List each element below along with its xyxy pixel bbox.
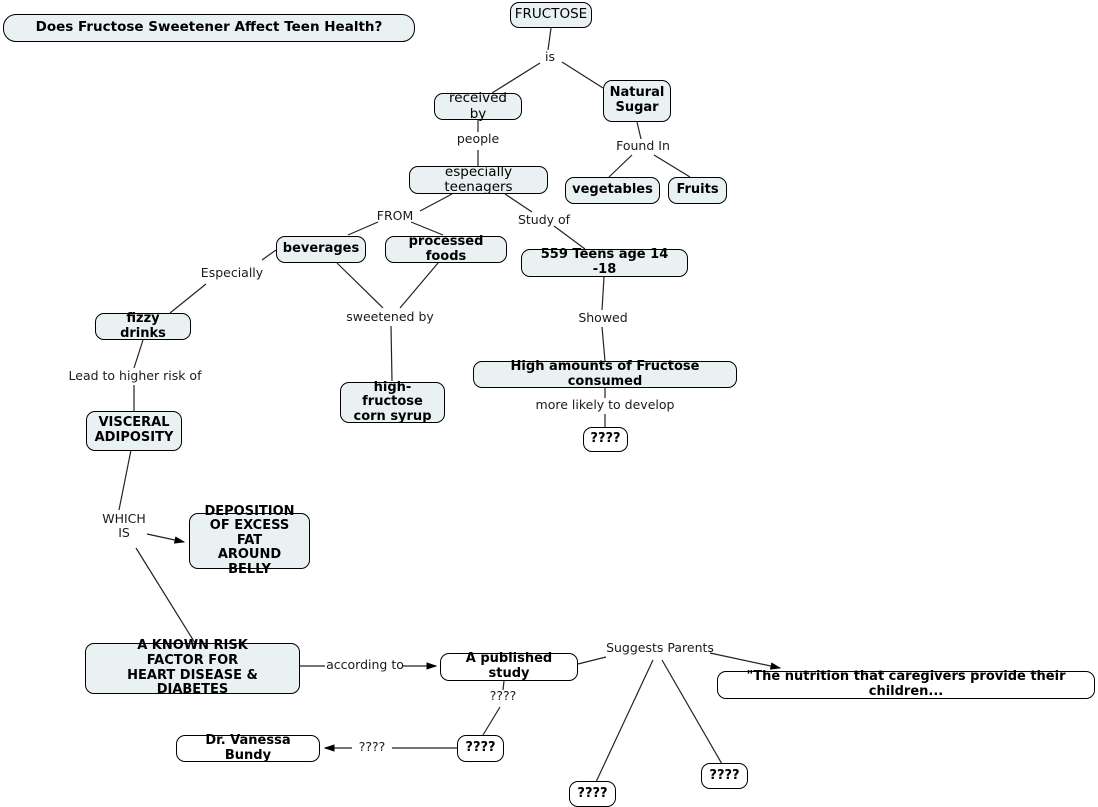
edge-suggests-qright <box>661 659 723 765</box>
node-known-risk-factor[interactable]: A KNOWN RISK FACTOR FOR HEART DISEASE & … <box>85 639 300 697</box>
node-dr-vanessa-bundy[interactable]: Dr. Vanessa Bundy <box>176 733 320 762</box>
edge-foundin-vegetables <box>608 154 633 178</box>
edge-visceral-whichis <box>118 449 132 511</box>
edge-fizzy-leadrisk <box>133 339 144 369</box>
node-nutrition-quote[interactable]: "The nutrition that caregivers provide t… <box>717 670 1095 699</box>
node-high-amounts-fructose[interactable]: High amounts of Fructose consumed <box>473 359 737 388</box>
edge-from-beverages <box>347 221 379 236</box>
link-label-suggests-parents: Suggests Parents <box>606 640 714 655</box>
node-question-develop[interactable]: ???? <box>583 427 628 452</box>
map-title-label: Does Fructose Sweetener Affect Teen Heal… <box>35 19 383 36</box>
edge-whichis-knownrisk <box>135 547 196 644</box>
edge-beverages-sweetened <box>336 262 384 309</box>
link-label-is: is <box>545 49 555 64</box>
edge-teens559-showed <box>601 276 605 311</box>
node-published-study[interactable]: A published study <box>440 652 578 681</box>
node-fizzy-drinks[interactable]: fizzy drinks <box>95 311 191 340</box>
link-label-which-is: WHICH IS <box>102 511 146 541</box>
node-559-teens[interactable]: 559 Teens age 14 -18 <box>521 248 688 277</box>
link-label-found-in: Found In <box>616 138 670 153</box>
node-visceral-adiposity[interactable]: VISCERAL ADIPOSITY <box>86 411 182 451</box>
edge-suggests-qleft <box>595 659 654 783</box>
edge-is-receivedby <box>491 62 541 94</box>
edge-fructose-is <box>547 27 552 51</box>
link-label-from: FROM <box>376 208 414 223</box>
link-label-question-bundy-arrow: ???? <box>358 739 386 754</box>
node-natural-sugar[interactable]: Natural Sugar <box>603 80 671 122</box>
edge-sweetened-hfcs <box>390 325 393 382</box>
node-fructose[interactable]: FRUCTOSE <box>510 2 592 28</box>
node-question-right[interactable]: ???? <box>701 763 748 789</box>
link-label-showed: Showed <box>578 310 628 325</box>
map-title-box[interactable]: Does Fructose Sweetener Affect Teen Heal… <box>3 14 415 42</box>
node-especially-teenagers[interactable]: especially teenagers <box>409 164 548 195</box>
edge-showed-highamounts <box>601 326 606 362</box>
edge-foundin-fruits <box>653 154 691 178</box>
node-vegetables[interactable]: vegetables <box>565 177 660 204</box>
edge-teenagers-from <box>419 193 453 212</box>
link-label-people: people <box>456 131 500 146</box>
node-high-fructose-corn-syrup[interactable]: high-fructose corn syrup <box>340 380 445 424</box>
link-label-lead-to-higher-risk: Lead to higher risk of <box>68 368 202 383</box>
edge-qpub-qbundy <box>482 706 501 736</box>
edge-studyof-teens559 <box>553 225 586 250</box>
edge-published-suggests <box>577 656 607 665</box>
link-label-question-published: ???? <box>489 688 517 703</box>
edge-whichis-deposition <box>146 533 186 544</box>
edge-naturalsugar-foundin <box>636 121 642 140</box>
node-fruits[interactable]: Fruits <box>668 177 727 204</box>
link-label-more-likely-to-develop: more likely to develop <box>535 397 675 412</box>
node-question-bundy[interactable]: ???? <box>457 735 504 762</box>
node-processed-foods[interactable]: processed foods <box>385 234 507 263</box>
link-label-study-of: Study of <box>517 212 571 227</box>
link-label-sweetened-by: sweetened by <box>346 309 434 324</box>
node-question-left[interactable]: ???? <box>569 781 616 807</box>
link-label-according-to: according to <box>326 657 404 672</box>
edge-suggests-quote <box>709 652 782 670</box>
edge-teenagers-studyof <box>504 193 533 213</box>
node-beverages[interactable]: beverages <box>276 236 366 263</box>
node-deposition-excess-fat[interactable]: DEPOSITION OF EXCESS FAT AROUND BELLY <box>189 504 310 577</box>
edge-especially-fizzy <box>169 283 207 314</box>
edge-beverages-especially <box>261 249 277 261</box>
node-received-by[interactable]: received by <box>434 91 522 121</box>
link-label-especially: Especially <box>200 265 264 280</box>
edge-processed-sweetened <box>399 262 439 309</box>
edge-is-naturalsugar <box>561 61 604 89</box>
